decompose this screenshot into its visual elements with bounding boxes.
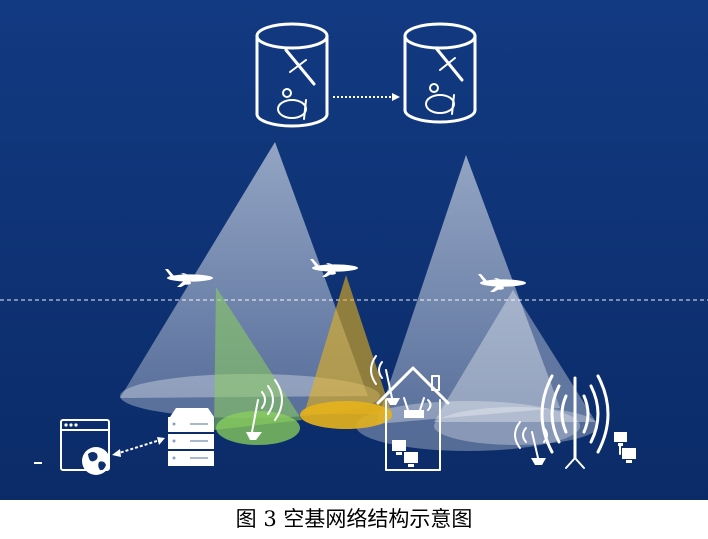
satellite-icon xyxy=(255,22,329,128)
radio-tower-icon xyxy=(540,374,610,469)
router-icon xyxy=(403,397,432,418)
wifi-antenna-icon xyxy=(514,421,548,465)
figure-caption: 图 3 空基网络结构示意图 xyxy=(0,500,708,539)
satellite-beam-left xyxy=(120,142,368,398)
wifi-antenna-icon xyxy=(370,355,400,405)
aircraft-beam-white xyxy=(434,290,596,422)
server-icon xyxy=(168,408,214,466)
house-icon xyxy=(376,366,450,471)
browser-globe-icon xyxy=(60,419,110,475)
computer-icon xyxy=(614,432,636,463)
satellite-beam-right xyxy=(376,155,560,424)
air-based-network-diagram xyxy=(0,0,708,500)
satellite-icon xyxy=(403,22,477,124)
airplane-icon xyxy=(165,269,213,287)
coverage-area-green xyxy=(216,411,300,445)
wifi-antenna-icon xyxy=(246,379,283,440)
aircraft-beam-yellow xyxy=(304,275,392,414)
airplane-icon xyxy=(478,274,526,292)
inter-satellite-link-arrow xyxy=(333,93,400,101)
data-link-arrow xyxy=(112,437,165,457)
coverage-area-yellow xyxy=(300,401,392,429)
aircraft-beam-green xyxy=(214,287,302,430)
computer-icon xyxy=(392,440,418,467)
airplane-icon xyxy=(310,259,358,277)
